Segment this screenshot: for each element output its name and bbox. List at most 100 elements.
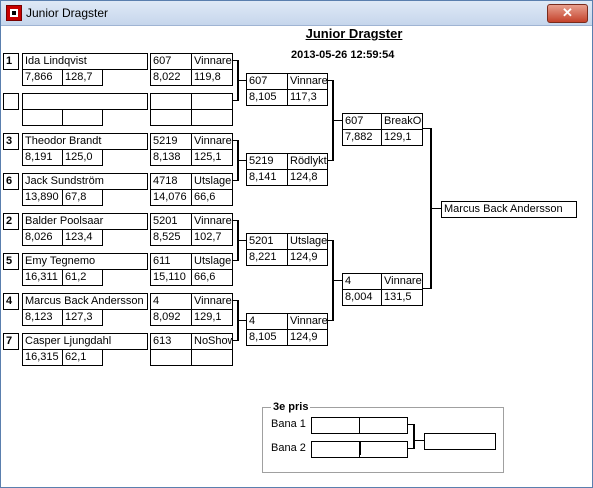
qf-number-field[interactable]: 4: [246, 313, 288, 330]
sf-status-field[interactable]: BreakOut: [381, 113, 423, 130]
connector-line: [237, 60, 239, 101]
qf-speed-field[interactable]: 124,9: [287, 249, 328, 266]
speed-field[interactable]: 61,2: [62, 269, 103, 286]
reaction-et-field[interactable]: 8,123: [22, 309, 63, 326]
result-status-field[interactable]: Vinnare: [191, 133, 233, 150]
sf-status-field[interactable]: Vinnare: [381, 273, 423, 290]
qf-et-field[interactable]: 8,221: [246, 249, 288, 266]
result-et-field[interactable]: 8,525: [150, 229, 192, 246]
window-title: Junior Dragster: [26, 6, 109, 20]
result-et-field[interactable]: 14,076: [150, 189, 192, 206]
qf-number-field[interactable]: 5201: [246, 233, 288, 250]
connector-line: [237, 300, 239, 341]
speed-field[interactable]: 128,7: [62, 69, 103, 86]
sf-number-field[interactable]: 607: [342, 113, 382, 130]
result-number-field[interactable]: 613: [150, 333, 192, 350]
seed-number: 6: [3, 173, 19, 190]
seed-number: 1: [3, 53, 19, 70]
reaction-et-field[interactable]: [22, 109, 63, 126]
reaction-et-field[interactable]: 8,026: [22, 229, 63, 246]
racer-name-field[interactable]: Marcus Back Andersson: [22, 293, 148, 310]
result-status-field[interactable]: Vinnare: [191, 53, 233, 70]
result-et-field[interactable]: 8,022: [150, 69, 192, 86]
result-number-field[interactable]: 4718: [150, 173, 192, 190]
reaction-et-field[interactable]: 16,311: [22, 269, 63, 286]
qf-speed-field[interactable]: 117,3: [287, 89, 328, 106]
sf-speed-field[interactable]: 131,5: [381, 289, 423, 306]
reaction-et-field[interactable]: 7,866: [22, 69, 63, 86]
result-number-field[interactable]: 5219: [150, 133, 192, 150]
third-place-result-field[interactable]: [424, 433, 496, 450]
result-speed-field[interactable]: 66,6: [191, 269, 233, 286]
qf-speed-field[interactable]: 124,9: [287, 329, 328, 346]
result-speed-field[interactable]: [191, 109, 233, 126]
result-status-field[interactable]: Vinnare: [191, 213, 233, 230]
final-winner-field[interactable]: Marcus Back Andersson: [441, 201, 577, 218]
result-status-field[interactable]: Utslagen: [191, 173, 233, 190]
result-number-field[interactable]: 607: [150, 53, 192, 70]
speed-field[interactable]: [62, 109, 103, 126]
racer-name-field[interactable]: Jack Sundström: [22, 173, 148, 190]
result-number-field[interactable]: [150, 93, 192, 110]
connector-line: [239, 320, 246, 321]
qf-speed-field[interactable]: 124,8: [287, 169, 328, 186]
result-status-field[interactable]: Utslagen: [191, 253, 233, 270]
qf-number-field[interactable]: 5219: [246, 153, 288, 170]
result-et-field[interactable]: 8,138: [150, 149, 192, 166]
speed-field[interactable]: 125,0: [62, 149, 103, 166]
racer-name-field[interactable]: Balder Poolsaar: [22, 213, 148, 230]
qf-status-field[interactable]: Rödlykta: [287, 153, 328, 170]
qf-status-field[interactable]: Vinnare: [287, 313, 328, 330]
text-caret: [360, 442, 361, 455]
result-et-field[interactable]: [150, 349, 192, 366]
sf-speed-field[interactable]: 129,1: [381, 129, 423, 146]
speed-field[interactable]: 123,4: [62, 229, 103, 246]
qf-et-field[interactable]: 8,141: [246, 169, 288, 186]
connector-line: [328, 160, 333, 161]
reaction-et-field[interactable]: 16,315: [22, 349, 63, 366]
result-speed-field[interactable]: 129,1: [191, 309, 233, 326]
lane1-number-field[interactable]: [311, 417, 360, 434]
result-speed-field[interactable]: 119,8: [191, 69, 233, 86]
result-status-field[interactable]: NoShow: [191, 333, 233, 350]
qf-status-field[interactable]: Utslagen: [287, 233, 328, 250]
lane2-number-field[interactable]: [311, 441, 360, 458]
racer-name-field[interactable]: Casper Ljungdahl: [22, 333, 148, 350]
reaction-et-field[interactable]: 13,890: [22, 189, 63, 206]
speed-field[interactable]: 62,1: [62, 349, 103, 366]
connector-line: [233, 60, 238, 61]
qf-status-field[interactable]: Vinnare: [287, 73, 328, 90]
qf-number-field[interactable]: 607: [246, 73, 288, 90]
connector-line: [233, 340, 238, 341]
racer-name-field[interactable]: Ida Lindqvist: [22, 53, 148, 70]
result-speed-field[interactable]: 102,7: [191, 229, 233, 246]
connector-line: [328, 80, 333, 81]
sf-number-field[interactable]: 4: [342, 273, 382, 290]
title-bar[interactable]: Junior Dragster ✕: [1, 1, 592, 26]
result-number-field[interactable]: 5201: [150, 213, 192, 230]
result-speed-field[interactable]: [191, 349, 233, 366]
result-et-field[interactable]: [150, 109, 192, 126]
result-et-field[interactable]: 8,092: [150, 309, 192, 326]
result-speed-field[interactable]: 66,6: [191, 189, 233, 206]
result-number-field[interactable]: 611: [150, 253, 192, 270]
close-button[interactable]: ✕: [547, 4, 588, 23]
sf-et-field[interactable]: 7,882: [342, 129, 382, 146]
racer-name-field[interactable]: Theodor Brandt: [22, 133, 148, 150]
lane1-status-field[interactable]: [359, 417, 408, 434]
racer-name-field[interactable]: Emy Tegnemo: [22, 253, 148, 270]
result-number-field[interactable]: 4: [150, 293, 192, 310]
lane2-status-field[interactable]: [359, 441, 408, 458]
sf-et-field[interactable]: 8,004: [342, 289, 382, 306]
speed-field[interactable]: 67,8: [62, 189, 103, 206]
result-et-field[interactable]: 15,110: [150, 269, 192, 286]
result-speed-field[interactable]: 125,1: [191, 149, 233, 166]
speed-field[interactable]: 127,3: [62, 309, 103, 326]
qf-et-field[interactable]: 8,105: [246, 329, 288, 346]
racer-name-field[interactable]: [22, 93, 148, 110]
result-status-field[interactable]: Vinnare: [191, 293, 233, 310]
connector-line: [414, 440, 424, 441]
result-status-field[interactable]: [191, 93, 233, 110]
reaction-et-field[interactable]: 8,191: [22, 149, 63, 166]
qf-et-field[interactable]: 8,105: [246, 89, 288, 106]
